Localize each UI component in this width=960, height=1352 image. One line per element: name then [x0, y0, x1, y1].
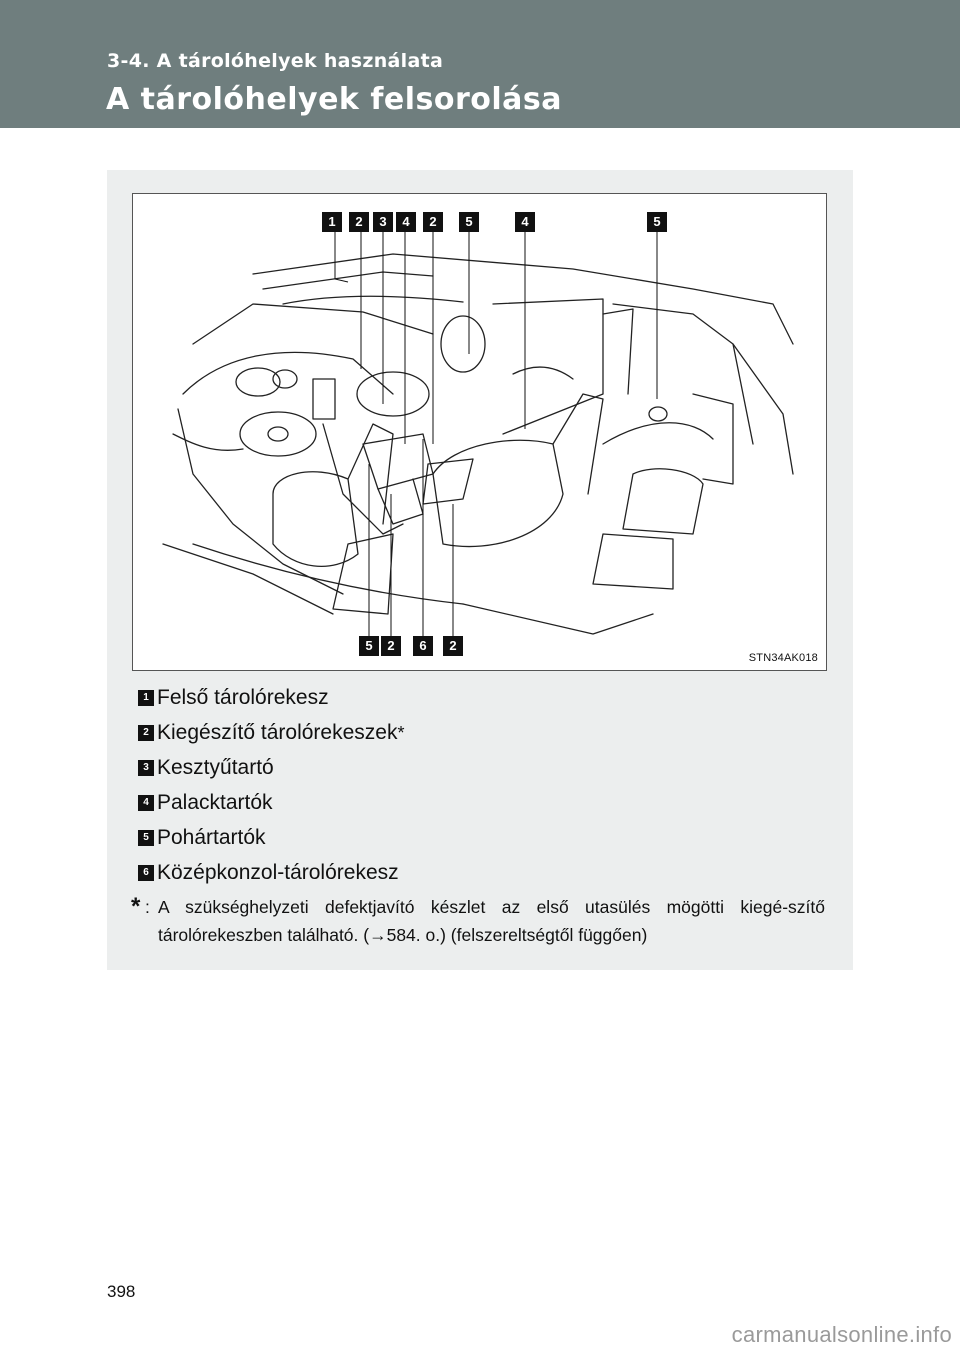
legend-item: 4 Palacktartók: [138, 785, 828, 820]
callout-badge: 2: [381, 636, 401, 656]
car-interior-illustration: 1 2 3 4 2 5 4 5 5 2 6 2 STN34AK018: [132, 193, 827, 671]
callout-badge: 3: [373, 212, 393, 232]
footnote-colon: :: [145, 897, 150, 917]
footnote-mark: *: [131, 893, 141, 920]
footnote: * : A szükséghelyzeti defektjavító készl…: [131, 893, 825, 949]
legend-item: 1 Felső tárolórekesz: [138, 680, 828, 715]
callout-badge: 4: [515, 212, 535, 232]
legend-label: Kiegészítő tárolórekeszek: [157, 720, 398, 744]
legend-item: 5 Pohártartók: [138, 820, 828, 855]
callout-badge: 6: [413, 636, 433, 656]
callout-badge: 2: [349, 212, 369, 232]
section-title: 3-4. A tárolóhelyek használata: [107, 50, 444, 72]
callout-badge: 4: [396, 212, 416, 232]
page-number: 398: [107, 1282, 136, 1301]
callout-badge: 5: [459, 212, 479, 232]
legend-label: Középkonzol-tárolórekesz: [157, 860, 399, 884]
interior-line-drawing: [162, 253, 794, 635]
callout-badge: 5: [359, 636, 379, 656]
figure-code: STN34AK018: [748, 652, 818, 664]
legend-number: 4: [138, 794, 154, 811]
callout-badge: 1: [322, 212, 342, 232]
legend-item: 2 Kiegészítő tárolórekeszek*: [138, 715, 828, 750]
legend-item: 6 Középkonzol-tárolórekesz: [138, 855, 828, 890]
legend-label: Palacktartók: [157, 790, 273, 814]
chapter-header: 3-4. A tárolóhelyek használata A tárolóh…: [0, 0, 960, 128]
legend-label: Kesztyűtartó: [157, 755, 274, 779]
callout-badge: 5: [647, 212, 667, 232]
legend-label: Felső tárolórekesz: [157, 685, 329, 709]
callout-badge: 2: [423, 212, 443, 232]
legend-number: 6: [138, 864, 154, 881]
legend-number: 5: [138, 829, 154, 846]
legend-number: 1: [138, 689, 154, 706]
watermark: carmanualsonline.info: [731, 1322, 952, 1347]
footnote-text: A szükséghelyzeti defektjavító készlet a…: [158, 897, 825, 945]
callout-badge: 2: [443, 636, 463, 656]
legend-list: 1 Felső tárolórekesz 2 Kiegészítő tároló…: [138, 680, 828, 890]
legend-number: 2: [138, 724, 154, 741]
legend-item: 3 Kesztyűtartó: [138, 750, 828, 785]
leader-lines: [334, 230, 658, 638]
legend-number: 3: [138, 759, 154, 776]
legend-label: Pohártartók: [157, 825, 266, 849]
page-title: A tárolóhelyek felsorolása: [106, 82, 563, 117]
